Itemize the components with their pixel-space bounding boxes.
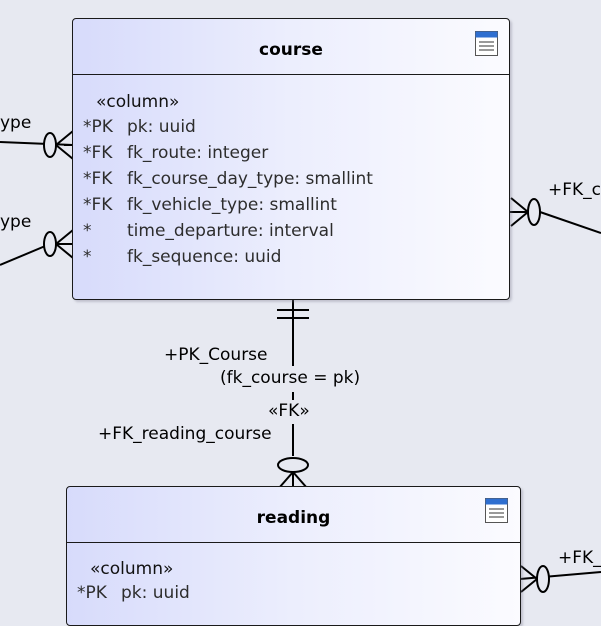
fk-stereotype-label: «FK» — [268, 401, 310, 421]
column-row[interactable]: *PK pk: uuid — [73, 117, 509, 143]
column-definition: fk_route: integer — [127, 143, 269, 163]
column-definition: fk_sequence: uuid — [127, 247, 282, 267]
column-row[interactable]: *FK fk_course_day_type: smallint — [73, 169, 509, 195]
reading-header-divider — [67, 542, 520, 543]
left-lower-connector[interactable] — [0, 229, 74, 266]
column-row[interactable]: * fk_sequence: uuid — [73, 247, 509, 273]
column-row[interactable]: *PK pk: uuid — [67, 583, 520, 609]
column-row[interactable]: * time_departure: interval — [73, 221, 509, 247]
pk-role-label: +PK_Course — [164, 345, 268, 365]
column-key-marker: *FK — [83, 143, 113, 163]
course-header-divider — [73, 74, 509, 75]
column-definition: fk_vehicle_type: smallint — [127, 195, 337, 215]
column-definition: pk: uuid — [121, 583, 190, 603]
reading-title: reading — [256, 508, 331, 528]
right-upper-connector[interactable] — [510, 197, 601, 234]
right-lower-connector[interactable] — [519, 565, 601, 593]
course-column-stereotype: «column» — [96, 92, 180, 112]
column-key-marker: *PK — [77, 583, 107, 603]
course-entity[interactable]: course «column» *PK pk: uuid *FK fk_route: … — [72, 18, 510, 300]
course-title: course — [259, 40, 323, 60]
column-definition: pk: uuid — [127, 117, 196, 137]
column-row[interactable]: *FK fk_route: integer — [73, 143, 509, 169]
left-upper-connector[interactable] — [0, 130, 74, 160]
column-key-marker: *PK — [83, 117, 113, 137]
connector-layer — [0, 130, 601, 593]
right-top-role-label: +FK_c — [548, 180, 601, 200]
left-bottom-role-label: ype — [0, 212, 32, 232]
right-bottom-role-label: +FK_ — [558, 548, 601, 568]
join-condition-label: (fk_course = pk) — [220, 368, 361, 388]
column-key-marker: *FK — [83, 169, 113, 189]
fk-role-label: +FK_reading_course — [98, 424, 272, 444]
column-definition: fk_course_day_type: smallint — [127, 169, 373, 189]
reading-column-stereotype: «column» — [90, 559, 174, 579]
column-key-marker: * — [83, 221, 92, 241]
reading-entity[interactable]: reading «column» *PK pk: uuid — [66, 486, 521, 626]
left-top-role-label: ype — [0, 113, 32, 133]
table-icon — [475, 31, 498, 56]
fk-reading-course-connector[interactable] — [277, 300, 309, 489]
column-definition: time_departure: interval — [127, 221, 334, 241]
column-row[interactable]: *FK fk_vehicle_type: smallint — [73, 195, 509, 221]
column-key-marker: * — [83, 247, 92, 267]
table-icon — [485, 498, 508, 523]
column-key-marker: *FK — [83, 195, 113, 215]
